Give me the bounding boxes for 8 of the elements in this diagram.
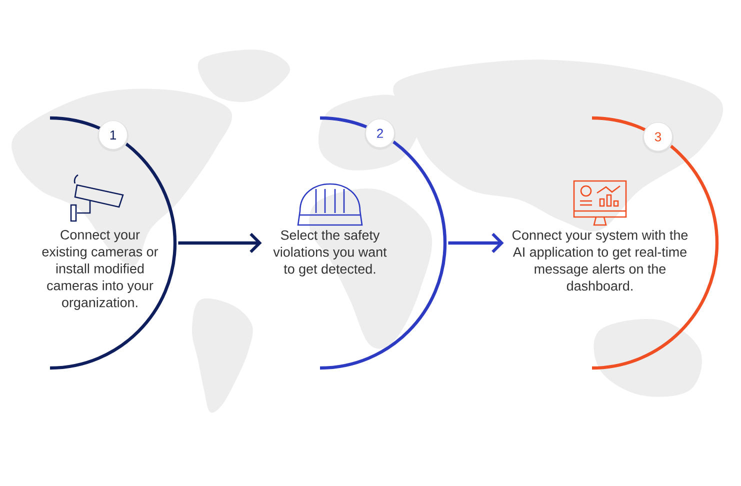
- number-badge: 2: [364, 118, 396, 150]
- number-badge: 1: [98, 120, 128, 152]
- step-description: Connect your system with the AI application to get real-time message alerts on the dashboard.: [512, 230, 688, 291]
- step-description: Select the safety violations you want to get detected.: [273, 230, 387, 276]
- arrow: [178, 232, 262, 254]
- arrow: [448, 232, 504, 254]
- number-badge: 3: [642, 122, 674, 154]
- step-description: Connect your existing cameras or install modified cameras into your organization.: [42, 230, 158, 310]
